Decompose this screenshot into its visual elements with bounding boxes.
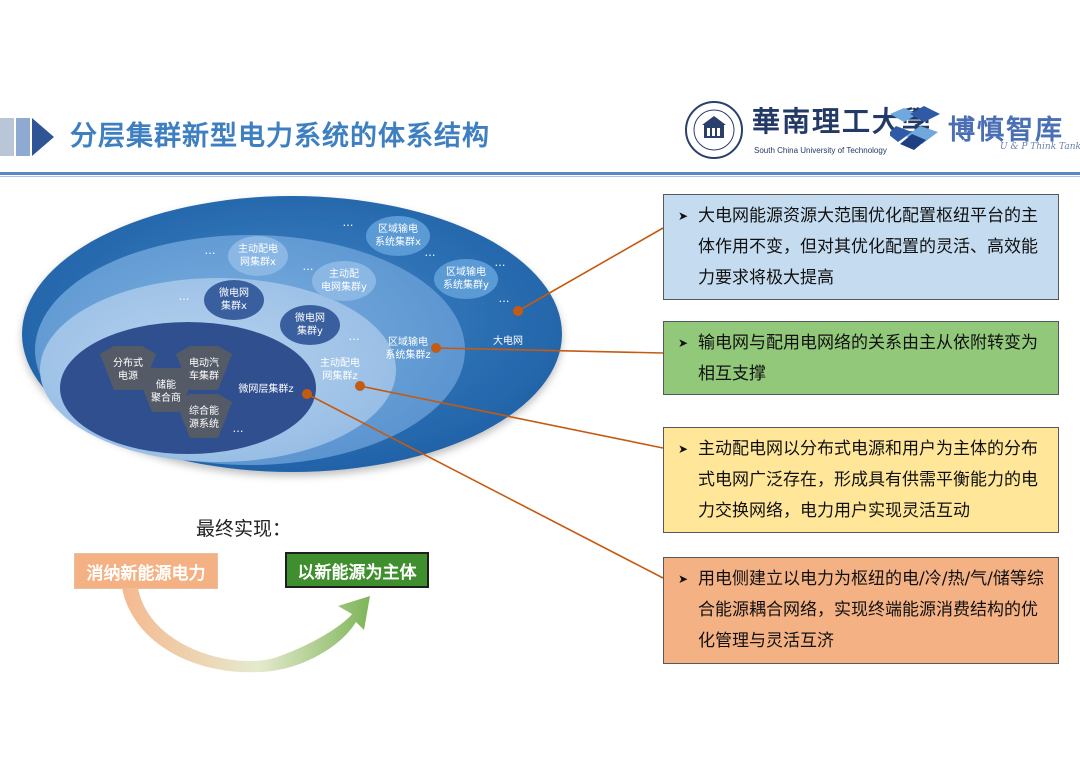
connector-dot-1: [513, 306, 523, 316]
label-hex-ies-line2: 源系统: [189, 417, 219, 430]
label-micro-x-line1: 微电网: [219, 286, 249, 299]
goal-arrow: [122, 588, 370, 673]
label-active-y-line2: 电网集群y: [321, 280, 367, 293]
header-divider-thin: [0, 176, 1080, 177]
label-regional-x-line1: 区域输电: [378, 222, 418, 235]
university-name-en: South China University of Technology: [754, 146, 887, 155]
label-micro-x-line2: 集群x: [221, 299, 247, 312]
think-tank-name-cn: 博慎智库: [948, 115, 1064, 146]
info-box-grid: 大电网能源资源大范围优化配置枢纽平台的主体作用不变，但对其优化配置的灵活、高效能…: [663, 194, 1059, 300]
label-active-x-line1: 主动配电: [238, 242, 278, 255]
label-micro-z: 微网层集群z: [238, 382, 293, 395]
ellipsis-6: …: [499, 292, 510, 305]
connector-dot-4: [302, 389, 312, 399]
ellipsis-2: …: [205, 244, 216, 257]
label-regional-z-line2: 系统集群z: [385, 348, 430, 361]
label-hex-ev-line2: 车集群: [189, 369, 219, 382]
think-tank-name-en: U & P Think Tank: [1000, 142, 1080, 152]
connector-dot-2: [431, 343, 441, 353]
info-box-demand-side-text: 用电侧建立以电力为枢纽的电/冷/热/气/储等综合能源耦合网络，实现终端能源消费结…: [678, 564, 1048, 657]
bubble-regional-y: [434, 259, 498, 299]
ellipsis-4: …: [179, 290, 190, 303]
connector-2: [435, 347, 664, 354]
ellipsis-5: …: [349, 330, 360, 343]
label-regional-y-line1: 区域输电: [446, 265, 486, 278]
info-box-demand-side: 用电侧建立以电力为枢纽的电/冷/热/气/储等综合能源耦合网络，实现终端能源消费结…: [663, 557, 1059, 664]
info-box-grid-text: 大电网能源资源大范围优化配置枢纽平台的主体作用不变，但对其优化配置的灵活、高效能…: [678, 201, 1048, 294]
header-chevron-icon: [32, 118, 54, 156]
label-hex-storage-line2: 聚合商: [151, 391, 181, 404]
label-grid: 大电网: [493, 334, 523, 347]
label-active-y-line1: 主动配: [329, 268, 359, 280]
bubble-active-y: [312, 261, 376, 301]
connector-1: [517, 227, 664, 312]
ellipsis-1: …: [425, 246, 436, 259]
hex-integrated-energy: [176, 394, 232, 438]
label-regional-z-line1: 区域输电: [388, 335, 428, 348]
connector-3: [359, 385, 664, 449]
header-accent-bar: [0, 118, 14, 156]
bubble-micro-y: [280, 305, 340, 345]
label-hex-dg-line1: 分布式: [113, 356, 143, 369]
connector-dot-3: [355, 381, 365, 391]
think-tank-logo-icon: [890, 106, 940, 150]
university-seal-icon: [685, 101, 743, 159]
connector-4: [306, 393, 664, 579]
label-regional-x-line2: 系统集群x: [375, 235, 421, 248]
bubble-regional-x: [366, 216, 430, 256]
info-box-transmission: 输电网与配用电网络的关系由主从依附转变为相互支撑: [663, 321, 1059, 395]
info-box-transmission-text: 输电网与配用电网络的关系由主从依附转变为相互支撑: [678, 328, 1048, 390]
label-active-z-line2: 网集群z: [322, 369, 357, 382]
page-title: 分层集群新型电力系统的体系结构: [70, 121, 490, 152]
label-hex-ev-line1: 电动汽: [189, 356, 219, 369]
label-active-z-line1: 主动配电: [320, 356, 360, 369]
header-accent-bar-2: [16, 118, 30, 156]
label-hex-ies-line1: 综合能: [189, 404, 219, 417]
bubble-active-x: [228, 236, 288, 276]
ellipsis-8: …: [495, 256, 506, 269]
ellipsis-3: …: [303, 260, 314, 273]
header-divider: [0, 172, 1080, 175]
label-active-x-line2: 网集群x: [240, 255, 276, 268]
label-regional-y-line2: 系统集群y: [443, 278, 489, 291]
info-box-distribution-text: 主动配电网以分布式电源和用户为主体的分布式电网广泛存在，形成具有供需平衡能力的电…: [678, 434, 1048, 527]
label-hex-storage-line1: 储能: [156, 378, 176, 391]
goal-to-pill: 以新能源为主体: [285, 552, 429, 588]
label-hex-dg-line2: 电源: [118, 369, 138, 382]
ellipsis-0: …: [343, 216, 354, 229]
goal-label: 最终实现：: [196, 518, 292, 540]
info-box-distribution: 主动配电网以分布式电源和用户为主体的分布式电网广泛存在，形成具有供需平衡能力的电…: [663, 427, 1059, 533]
label-micro-y-line2: 集群y: [297, 324, 323, 337]
label-micro-y-line1: 微电网: [295, 311, 325, 324]
goal-from-pill: 消纳新能源电力: [74, 553, 218, 589]
bubble-micro-x: [204, 280, 264, 320]
ellipsis-7: …: [233, 422, 244, 435]
